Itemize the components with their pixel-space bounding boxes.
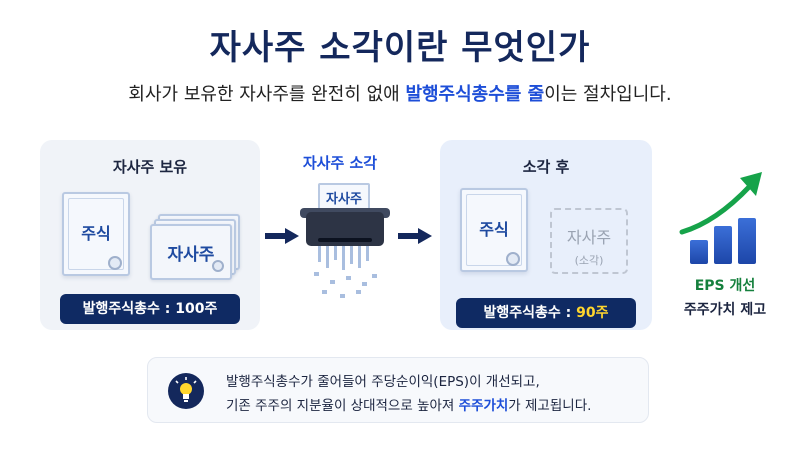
arrow-right-icon: [265, 228, 299, 244]
shred-piece: [346, 276, 351, 280]
stock-certificate: 주식: [62, 192, 130, 276]
page-subtitle: 회사가 보유한 자사주를 완전히 없애 발행주식총수를 줄이는 절차입니다.: [0, 80, 800, 106]
shred-strip: [326, 246, 329, 268]
stack-card-front: 자사주: [150, 224, 232, 280]
shred-title: 자사주 소각: [302, 154, 378, 172]
seal-icon: [212, 260, 224, 272]
note-line-2-post: 가 제고됩니다.: [508, 398, 592, 414]
panel-title-holding: 자사주 보유: [112, 158, 188, 176]
subtitle-text-post: 이는 절차입니다.: [544, 84, 672, 105]
shred-strip: [342, 246, 345, 270]
subtitle-highlight: 발행주식총수를 줄: [405, 84, 545, 105]
panel-title-after: 소각 후: [522, 158, 570, 176]
growth-bar: [738, 218, 756, 264]
subtitle-text-pre: 회사가 보유한 자사주를 완전히 없애: [128, 84, 406, 105]
shred-piece: [356, 290, 361, 294]
shred-piece: [340, 294, 345, 298]
shred-piece: [362, 282, 367, 286]
retired-shares-placeholder: 자사주 (소각): [550, 208, 628, 274]
certificate-label: 주식: [479, 220, 509, 239]
shred-strip: [366, 246, 369, 261]
shred-strip: [350, 246, 353, 264]
shred-piece: [314, 272, 319, 276]
seal-icon: [108, 256, 122, 270]
shredder-slot: [318, 238, 372, 242]
panel-treasury-holding: 자사주 보유 주식 자사주 발행주식총수 : 100주: [40, 140, 260, 330]
page-title: 자사주 소각이란 무엇인가: [209, 28, 591, 68]
shred-piece: [372, 274, 377, 278]
certificate-label: 주식: [81, 224, 111, 243]
share-count-badge: 발행주식총수 : 100주: [60, 294, 240, 324]
growth-bar: [690, 240, 708, 264]
panel-after-retirement: 소각 후 주식 발행주식총수 : 90주: [440, 140, 652, 330]
retired-note: (소각): [574, 254, 604, 267]
seal-icon: [506, 252, 520, 266]
shred-piece: [322, 290, 327, 294]
eps-label: EPS 개선: [694, 278, 756, 294]
growth-arrow-icon: [679, 172, 762, 235]
note-line-2: 기존 주주의 지분율이 상대적으로 높아져 주주가치가 제고됩니다.: [226, 394, 591, 414]
eps-sublabel: 주주가치 제고: [683, 302, 767, 318]
badge-value: 90주: [576, 305, 609, 321]
explanation-note: 발행주식총수가 줄어들어 주당순이익(EPS)이 개선되고, 기존 주주의 지분…: [147, 357, 649, 423]
growth-bar: [714, 226, 732, 264]
note-highlight: 주주가치: [458, 398, 509, 414]
shred-strip: [358, 246, 361, 268]
shred-piece: [330, 280, 335, 284]
arrow-right-icon: [398, 228, 432, 244]
lightbulb-icon: [168, 373, 204, 409]
retired-label: 자사주: [566, 228, 612, 247]
note-line-2-pre: 기존 주주의 지분율이 상대적으로 높아져: [226, 398, 459, 414]
share-count-badge-after: 발행주식총수 : 90주: [456, 298, 636, 328]
shred-strip: [318, 246, 321, 262]
note-line-1: 발행주식총수가 줄어들어 주당순이익(EPS)이 개선되고,: [226, 374, 540, 390]
stack-label: 자사주: [167, 245, 215, 265]
stock-certificate: 주식: [460, 188, 528, 272]
badge-label: 발행주식총수 :: [483, 305, 577, 321]
shred-strip: [334, 246, 337, 260]
